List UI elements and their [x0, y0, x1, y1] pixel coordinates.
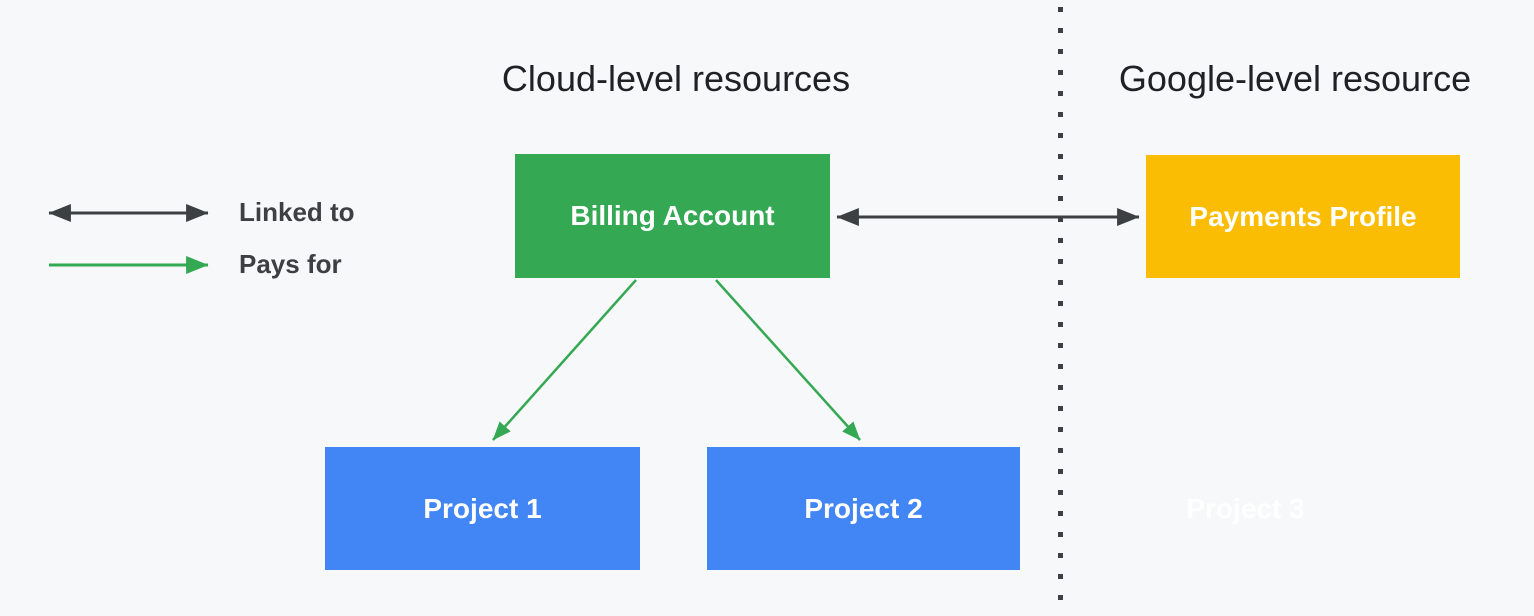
payments-profile-box: Payments Profile	[1146, 155, 1460, 278]
right-arrow-icon	[49, 255, 209, 274]
legend-row-linked-to: Linked to	[46, 197, 355, 228]
double-headed-arrow-icon	[48, 203, 209, 222]
project-3-label: Project 3	[1186, 492, 1305, 524]
legend-row-pays-for: Pays for	[46, 249, 355, 280]
project-1-box: Project 1	[325, 447, 640, 570]
pays-for-connector-billing-project1	[492, 279, 637, 441]
legend-pays-for-label: Pays for	[239, 249, 342, 279]
project-1-label: Project 1	[423, 492, 542, 524]
dotted-separator-line	[1058, 7, 1063, 613]
pays-for-connector-billing-project2	[715, 279, 861, 441]
legend-linked-to-label: Linked to	[239, 197, 355, 227]
project-2-box: Project 2	[707, 447, 1020, 570]
google-level-resource-title: Google-level resource	[1118, 58, 1472, 99]
project-2-label: Project 2	[804, 492, 923, 524]
payments-profile-label: Payments Profile	[1189, 200, 1417, 232]
billing-account-box: Billing Account	[515, 154, 830, 278]
project-3-ghost-box: Project 3	[1088, 447, 1403, 570]
cloud-level-resources-title: Cloud-level resources	[501, 58, 851, 99]
legend: Linked to Pays for	[46, 197, 355, 280]
billing-account-label: Billing Account	[570, 200, 775, 231]
